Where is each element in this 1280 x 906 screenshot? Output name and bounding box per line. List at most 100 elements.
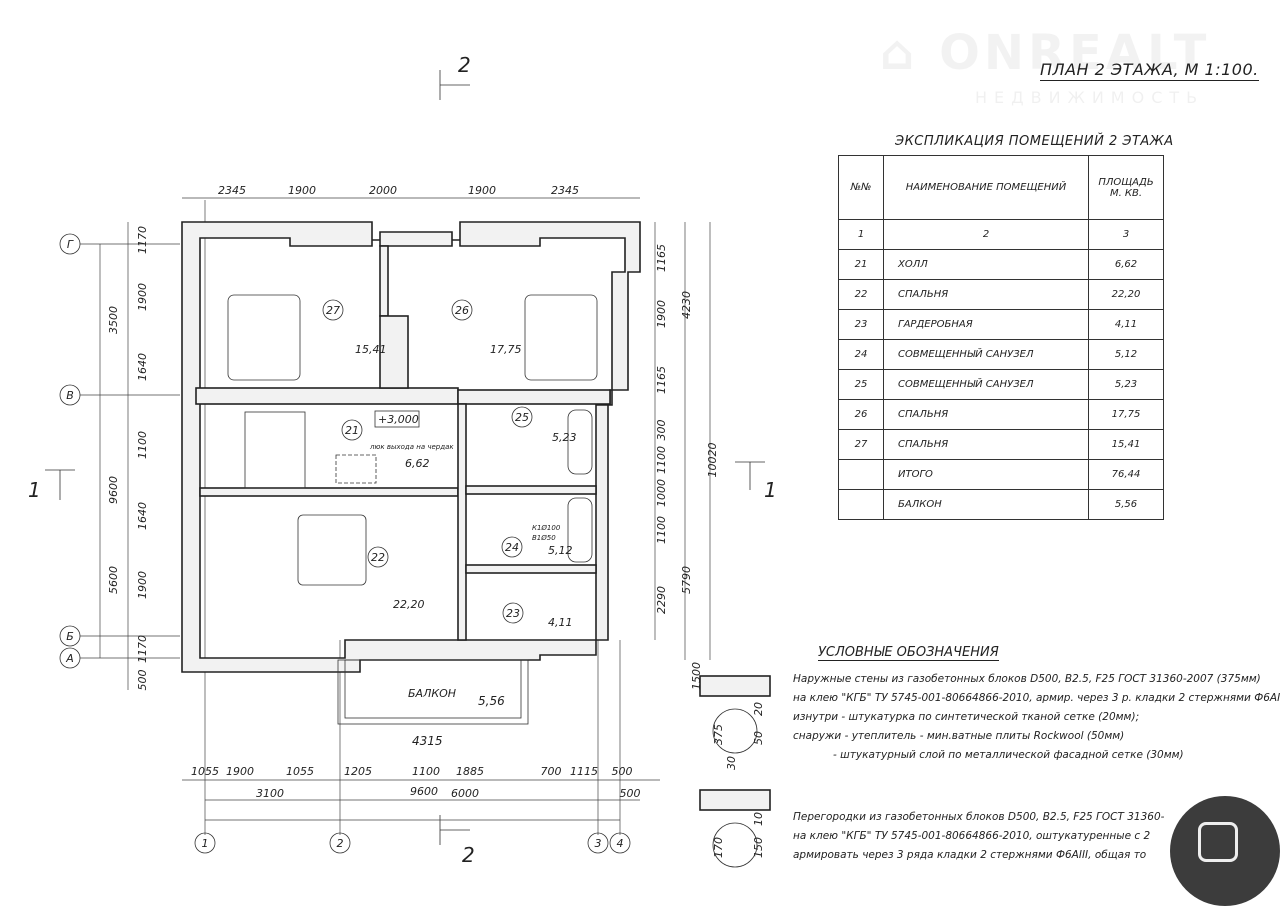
dim-left: 1170 [136, 226, 149, 254]
wall-detail-dim: 20 [752, 702, 765, 716]
plan-labels: +3,000 люк выхода на чердак К1Ø100 В1Ø50… [369, 410, 703, 798]
floor-plan: 2 2 1 1 +3,000 люк выхода на чердак К1Ø1… [28, 53, 777, 868]
dim-top: 2345 [218, 184, 246, 197]
dim-top: 2345 [551, 184, 579, 197]
dim-left-outer: 5600 [107, 566, 120, 594]
dim-right: 1000 [655, 479, 668, 507]
wall-detail-dim: 375 [712, 724, 725, 745]
walls [181, 221, 641, 725]
dim-left: 1100 [136, 431, 149, 459]
legend-title: УСЛОВНЫЕ ОБОЗНАЧЕНИЯ [818, 645, 999, 661]
axis-number-marker [329, 832, 351, 854]
wall-detail-dim: 170 [712, 837, 725, 858]
cell-area: 76,44 [1088, 459, 1164, 490]
axis-number: 4 [617, 837, 624, 850]
dim-top: 2000 [369, 184, 397, 197]
room-number: 23 [506, 607, 520, 620]
wall-section-detail [699, 789, 771, 811]
dim-bottom: 500 [612, 765, 633, 778]
room-number: 22 [371, 551, 385, 564]
wall-detail-dim: 10 [752, 812, 765, 826]
dim-right: 1900 [655, 300, 668, 328]
room-area: 5,23 [552, 431, 577, 444]
dim-top: 1900 [468, 184, 496, 197]
dim-left-outer: 3500 [107, 306, 120, 334]
furniture [227, 294, 598, 586]
cell-no: 26 [838, 399, 884, 430]
axis-letter: В [66, 389, 74, 402]
axis-number: 3 [595, 837, 602, 850]
legend-partitions: Перегородки из газобетонных блоков D500,… [793, 811, 1165, 861]
watermark-sub: НЕДВИЖИМОСТЬ [975, 88, 1205, 107]
scan-text-button[interactable] [1170, 796, 1280, 906]
room-number-marker [367, 546, 389, 568]
dim-right: 1165 [655, 244, 668, 272]
dim-left: 1640 [136, 502, 149, 530]
room-number-marker [341, 419, 363, 441]
balcony-width-dim: 4315 [412, 734, 443, 748]
balcony-area: 5,56 [478, 694, 505, 708]
room-area: 15,41 [355, 343, 387, 356]
axis-letter-marker [59, 233, 81, 255]
axis-letter-marker [59, 625, 81, 647]
dim-left: 1170 [136, 635, 149, 663]
watermark-logo: ⌂ ONREALT [880, 25, 1211, 81]
explication-title: ЭКСПЛИКАЦИЯ ПОМЕЩЕНИЙ 2 ЭТАЖА [895, 134, 1174, 149]
explication-table: №№ НАИМЕНОВАНИЕ ПОМЕЩЕНИЙ ПЛОЩАДЬ М. КВ.… [838, 155, 1164, 520]
cell-no: 24 [838, 339, 884, 370]
dim-right: 1100 [655, 516, 668, 544]
level-mark: +3,000 [378, 413, 419, 426]
dim-right: 1165 [655, 366, 668, 394]
wall-section-detail [699, 675, 771, 697]
room-number-marker [511, 406, 533, 428]
dim-bottom-2: 500 [620, 787, 641, 800]
page-title: ПЛАН 2 ЭТАЖА, М 1:100. [1040, 60, 1259, 81]
dim-bottom: 1055 [286, 765, 314, 778]
pipe-note-sewer: К1Ø100 [532, 524, 561, 532]
cell-name: БАЛКОН [883, 489, 1089, 520]
balcony-label: БАЛКОН [408, 687, 456, 700]
header-no: №№ [838, 155, 884, 220]
dim-right: 1100 [655, 446, 668, 474]
room-number-marker [502, 602, 524, 624]
room-number-marker [322, 299, 344, 321]
dim-bottom: 700 [541, 765, 562, 778]
dim-bottom: 1205 [344, 765, 372, 778]
room-number-marker [501, 536, 523, 558]
dim-right-outer: 5790 [680, 566, 693, 594]
axis-number: 1 [202, 837, 209, 850]
axis-number-marker [587, 832, 609, 854]
axis-number: 2 [337, 837, 344, 850]
dim-bottom: 1885 [456, 765, 484, 778]
watermark-brand: ONREALT [939, 25, 1211, 81]
wall-detail-dim: 30 [725, 756, 738, 770]
dim-bottom: 1100 [412, 765, 440, 778]
dim-top: 1900 [288, 184, 316, 197]
axis-number-marker [609, 832, 631, 854]
cell-no: 27 [838, 429, 884, 460]
cell-name: ИТОГО [883, 459, 1089, 490]
room-number: 21 [345, 424, 359, 437]
room-area: 22,20 [393, 598, 425, 611]
room-area: 5,12 [548, 544, 573, 557]
header-area: ПЛОЩАДЬ М. КВ. [1088, 155, 1164, 220]
dim-right: 300 [655, 420, 668, 441]
cell-name: СОВМЕЩЕННЫЙ САНУЗЕЛ [883, 339, 1089, 370]
wall-detail-callout [712, 822, 758, 868]
dim-right: 2290 [655, 586, 668, 614]
wall-detail-dim: 50 [752, 731, 765, 745]
section-mark-left: 1 [28, 478, 41, 502]
room-area: 4,11 [548, 616, 573, 629]
dim-right-outer: 4230 [680, 291, 693, 319]
scan-icon [1198, 822, 1238, 862]
dim-left-outer: 9600 [107, 476, 120, 504]
dim-left: 500 [136, 670, 149, 691]
axis-number-marker [194, 832, 216, 854]
room-number: 25 [515, 411, 529, 424]
